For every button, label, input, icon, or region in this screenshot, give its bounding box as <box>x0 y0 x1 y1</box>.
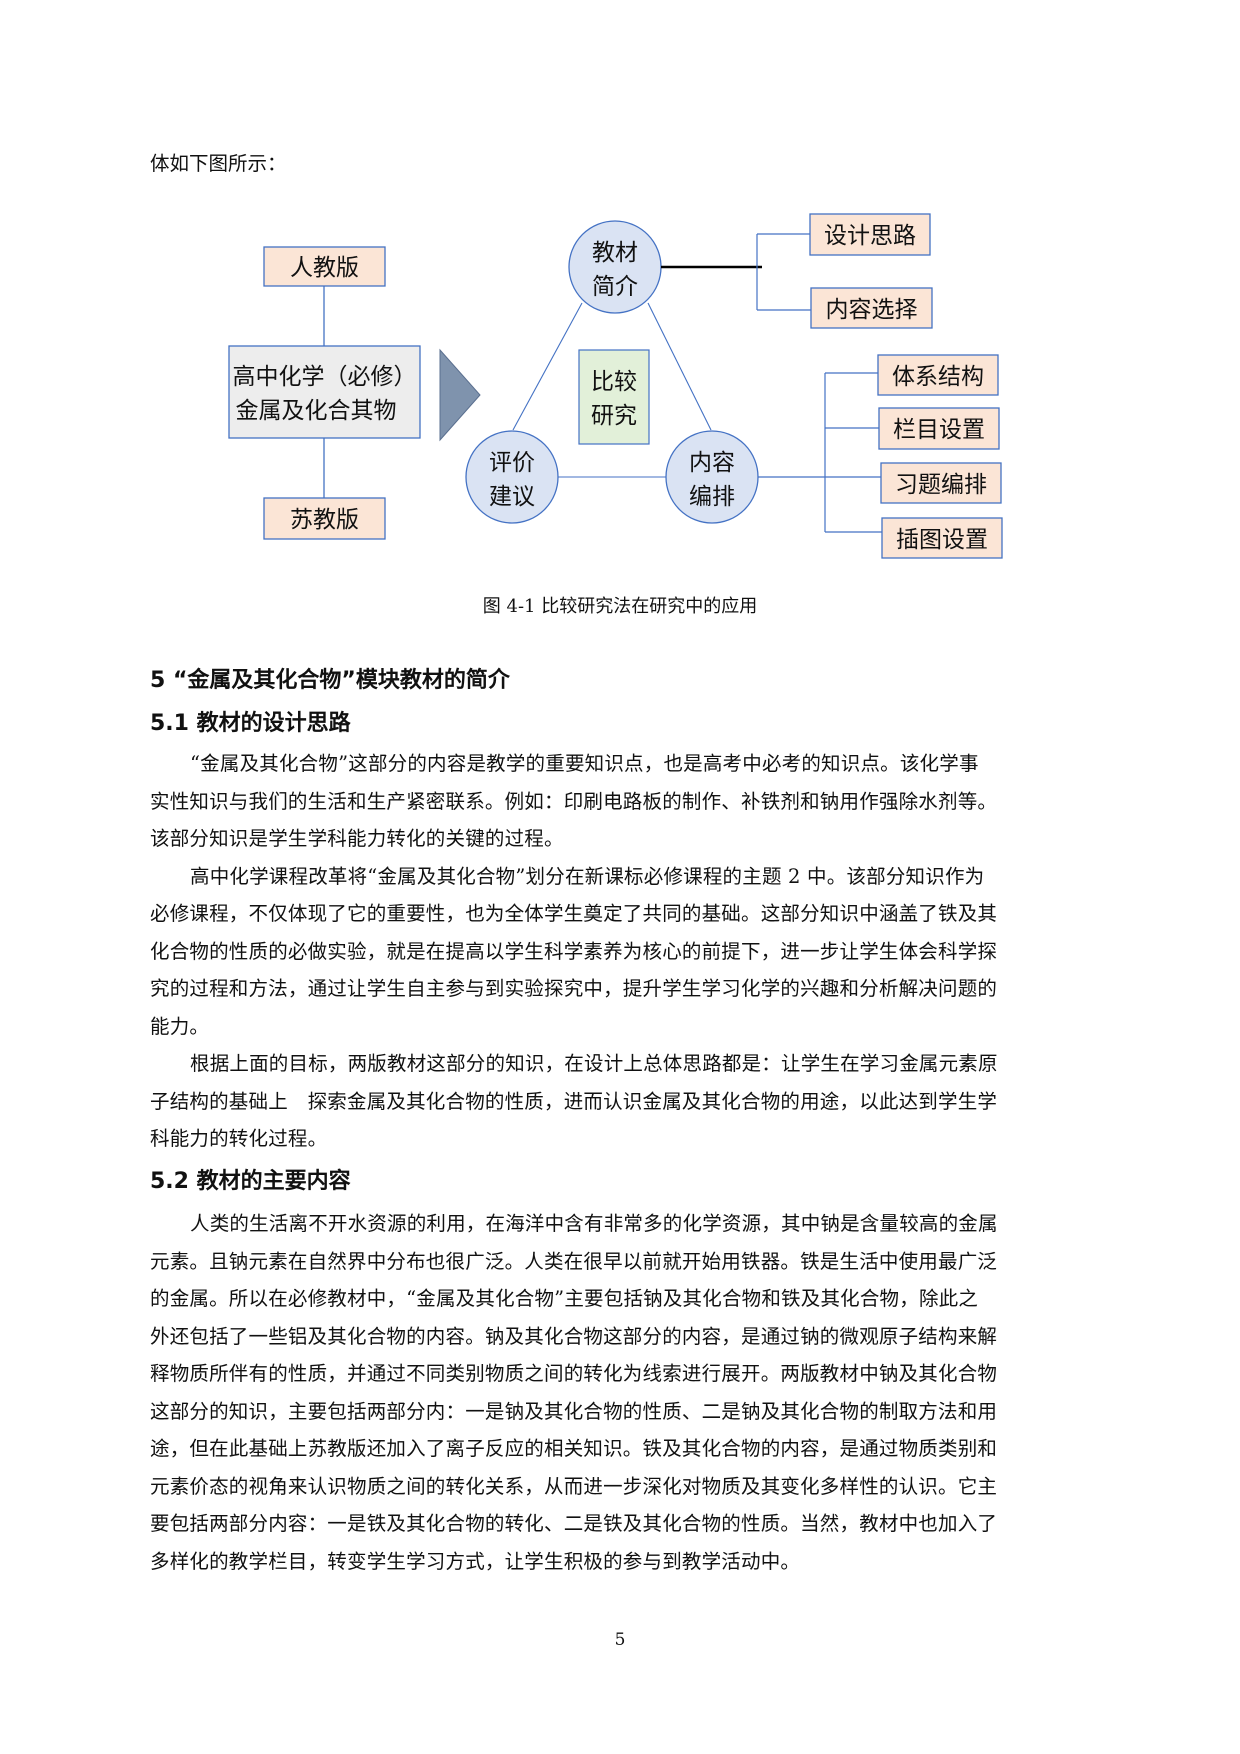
svg-text:人教版: 人教版 <box>290 255 359 281</box>
paragraph-line: 科能力的转化过程。 <box>150 1127 328 1150</box>
comparison-research-label: 比较 研究 <box>578 349 650 445</box>
svg-text:体系结构: 体系结构 <box>892 364 984 390</box>
svg-text:高中化学（必修）: 高中化学（必修） <box>233 364 417 390</box>
heading-section-5: 5 “金属及其化合物”模块教材的简介 <box>150 668 510 693</box>
figure-caption: 图 4-1 比较研究法在研究中的应用 <box>482 596 758 617</box>
svg-text:金属及化合其物: 金属及化合其物 <box>236 398 397 424</box>
branch-column-setting: 栏目设置 <box>878 407 1000 450</box>
paragraph-line: 究的过程和方法，通过让学生自主参与到实验探究中，提升学生学习化学的兴趣和分析解决… <box>150 977 998 1000</box>
center-subject-box: 高中化学（必修） 金属及化合其物 <box>228 345 421 439</box>
branch-design-idea: 设计思路 <box>809 213 931 256</box>
svg-text:评价: 评价 <box>489 450 535 476</box>
svg-text:建议: 建议 <box>489 484 535 510</box>
svg-text:编排: 编排 <box>689 484 735 510</box>
circle-textbook-intro: 教材 简介 <box>568 220 662 314</box>
edition-box-pep: 人教版 <box>263 246 386 287</box>
circle-content-arrangement: 内容 编排 <box>665 430 759 524</box>
paragraph-line: 释物质所伴有的性质，并通过不同类别物质之间的转化为线索进行展开。两版教材中钠及其… <box>150 1362 998 1385</box>
branch-content-selection: 内容选择 <box>810 287 933 329</box>
paragraph-line: 多样化的教学栏目，转变学生学习方式，让学生积极的参与到教学活动中。 <box>150 1550 801 1573</box>
paragraph-line: 化合物的性质的必做实验，就是在提高以学生科学素养为核心的前提下，进一步让学生体会… <box>150 940 998 963</box>
paragraph-line: 子结构的基础上 探索金属及其化合物的性质，进而认识金属及其化合物的用途，以此达到… <box>150 1090 998 1113</box>
paragraph-line: 根据上面的目标，两版教材这部分的知识，在设计上总体思路都是：让学生在学习金属元素… <box>190 1052 998 1075</box>
branch-illustration-setting: 插图设置 <box>881 517 1003 559</box>
paragraph-line: 能力。 <box>150 1015 210 1038</box>
paragraph-line: 该部分知识是学生学科能力转化的关键的过程。 <box>150 827 564 850</box>
heading-section-5-2: 5.2 教材的主要内容 <box>150 1169 351 1194</box>
paragraph-line: 必修课程，不仅体现了它的重要性，也为全体学生奠定了共同的基础。这部分知识中涵盖了… <box>150 902 998 925</box>
arrow-right-icon <box>439 348 481 442</box>
svg-text:内容选择: 内容选择 <box>826 297 918 323</box>
svg-text:设计思路: 设计思路 <box>824 223 916 249</box>
page-number: 5 <box>614 1630 626 1650</box>
paragraph-line: 的金属。所以在必修教材中，“金属及其化合物”主要包括钠及其化合物和铁及其化合物，… <box>150 1287 979 1310</box>
paragraph-line: 实性知识与我们的生活和生产紧密联系。例如：印刷电路板的制作、补铁剂和钠用作强除水… <box>150 790 998 813</box>
heading-section-5-1: 5.1 教材的设计思路 <box>150 711 351 736</box>
paragraph-line: “金属及其化合物”这部分的内容是教学的重要知识点，也是高考中必考的知识点。该化学… <box>190 752 979 775</box>
circle-evaluation: 评价 建议 <box>465 430 559 524</box>
paragraph-line: 元素价态的视角来认识物质之间的转化关系，从而进一步深化对物质及其变化多样性的认识… <box>150 1475 998 1498</box>
svg-text:苏教版: 苏教版 <box>290 507 359 533</box>
paragraph-line: 人类的生活离不开水资源的利用，在海洋中含有非常多的化学资源，其中钠是含量较高的金… <box>190 1212 998 1235</box>
paragraph-line: 高中化学课程改革将“金属及其化合物”划分在新课标必修课程的主题 2 中。该部分知… <box>190 865 985 888</box>
svg-text:教材: 教材 <box>592 240 638 266</box>
edition-box-sujiao: 苏教版 <box>263 497 386 540</box>
branch-system-structure: 体系结构 <box>877 354 999 396</box>
svg-text:插图设置: 插图设置 <box>896 527 988 553</box>
svg-text:比较: 比较 <box>591 369 637 395</box>
svg-text:内容: 内容 <box>689 450 735 476</box>
paragraph-line: 元素。且钠元素在自然界中分布也很广泛。人类在很早以前就开始用铁器。铁是生活中使用… <box>150 1250 998 1273</box>
svg-text:简介: 简介 <box>592 274 638 300</box>
paragraph-line: 要包括两部分内容：一是铁及其化合物的转化、二是铁及其化合物的性质。当然，教材中也… <box>150 1512 998 1535</box>
paragraph-line: 途，但在此基础上苏教版还加入了离子反应的相关知识。铁及其化合物的内容，是通过物质… <box>150 1437 998 1460</box>
intro-text: 体如下图所示： <box>150 152 287 175</box>
paragraph-line: 这部分的知识，主要包括两部分内：一是钠及其化合物的性质、二是钠及其化合物的制取方… <box>150 1400 998 1423</box>
paragraph-line: 外还包括了一些铝及其化合物的内容。钠及其化合物这部分的内容，是通过钠的微观原子结… <box>150 1325 998 1348</box>
svg-text:习题编排: 习题编排 <box>895 472 987 498</box>
branch-exercise-arrangement: 习题编排 <box>880 462 1002 504</box>
comparison-diagram: 人教版 高中化学（必修） 金属及化合其物 苏教版 比较 研究 教材 简介 <box>228 213 1003 559</box>
svg-text:研究: 研究 <box>591 403 637 429</box>
svg-text:栏目设置: 栏目设置 <box>893 417 985 443</box>
